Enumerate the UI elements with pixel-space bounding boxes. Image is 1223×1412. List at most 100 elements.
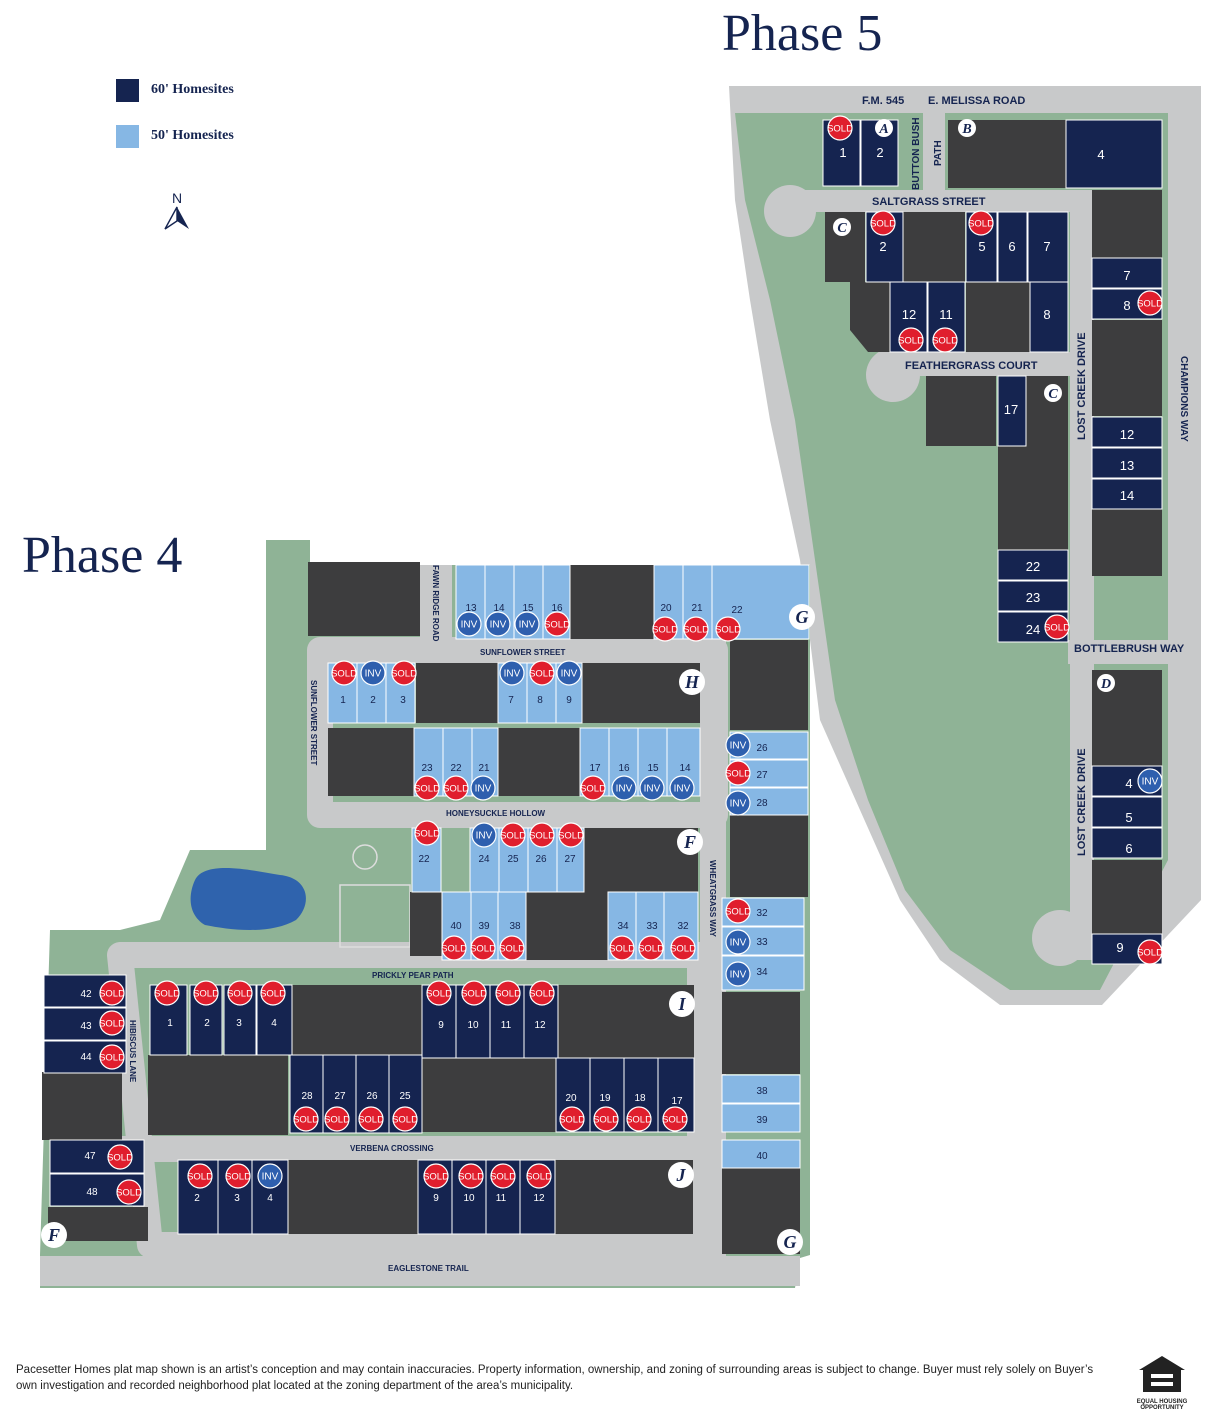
- lot-shape[interactable]: [721, 1074, 801, 1104]
- homesite-lot[interactable]: 5: [1091, 796, 1163, 828]
- homesite-lot[interactable]: 4: [1065, 119, 1163, 189]
- lot-shape[interactable]: [721, 1139, 801, 1169]
- homesite-lot[interactable]: 8: [1029, 281, 1069, 353]
- homesite-lot[interactable]: 12: [1091, 416, 1163, 448]
- homesite-lot[interactable]: 7: [1027, 211, 1069, 283]
- lot-shape[interactable]: [721, 1103, 801, 1133]
- lot-shape[interactable]: [997, 375, 1027, 447]
- lot-shape[interactable]: [711, 564, 810, 640]
- homesite-lot[interactable]: 14: [1091, 478, 1163, 510]
- lot-shape[interactable]: [1091, 478, 1163, 510]
- homesite-lot[interactable]: 40: [721, 1139, 801, 1169]
- lot-shape[interactable]: [1091, 416, 1163, 448]
- lot-shape[interactable]: [997, 549, 1069, 581]
- lot-shape[interactable]: [1091, 796, 1163, 828]
- homesite-lot[interactable]: 38: [721, 1074, 801, 1104]
- lot-shape[interactable]: [997, 580, 1069, 612]
- homesite-lot[interactable]: 23: [997, 580, 1069, 612]
- lot-shape[interactable]: [1091, 257, 1163, 289]
- homesite-lot[interactable]: 13: [1091, 447, 1163, 479]
- homesite-lot[interactable]: 6: [997, 211, 1028, 283]
- homesite-lot[interactable]: 6: [1091, 827, 1163, 859]
- lot-shape[interactable]: [1029, 281, 1069, 353]
- homesite-lot[interactable]: 7: [1091, 257, 1163, 289]
- lot-shape[interactable]: [997, 211, 1028, 283]
- homesite-lot[interactable]: 17: [997, 375, 1027, 447]
- lot-shape[interactable]: [1065, 119, 1163, 189]
- lot-shape[interactable]: [49, 1139, 145, 1174]
- lot-shape[interactable]: [1091, 827, 1163, 859]
- homesite-lot[interactable]: 22: [997, 549, 1069, 581]
- homesite-lot[interactable]: 39: [721, 1103, 801, 1133]
